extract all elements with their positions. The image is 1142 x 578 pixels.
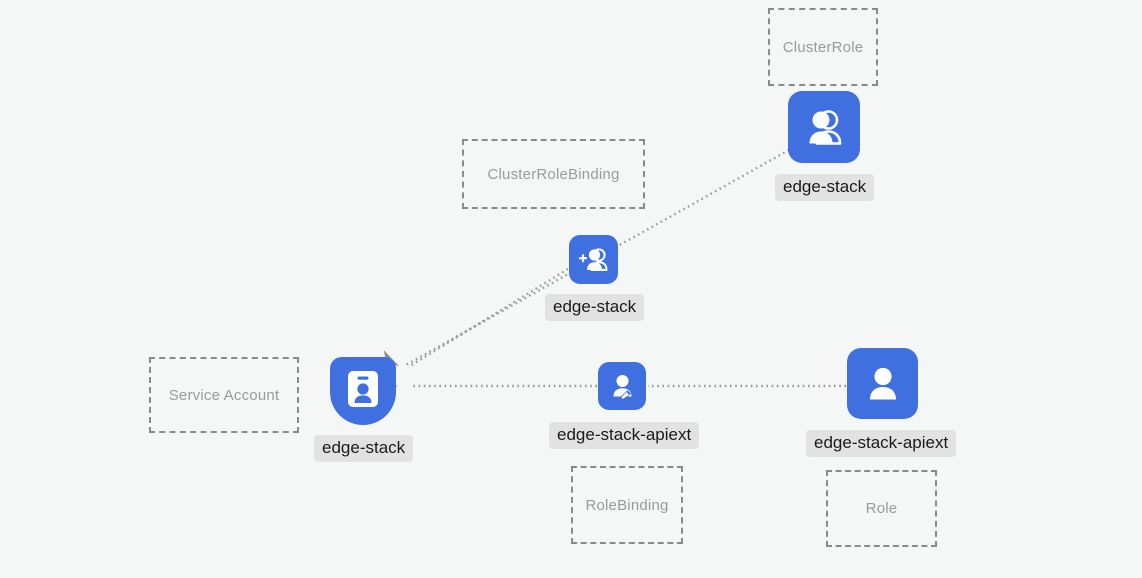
- typebox-role-label: Role: [865, 500, 898, 517]
- typebox-rolebinding: RoleBinding: [571, 466, 683, 544]
- person-add-icon[interactable]: [569, 235, 618, 284]
- typebox-role: Role: [826, 470, 937, 547]
- id-badge-icon[interactable]: [330, 357, 396, 425]
- typebox-clusterrole-label: ClusterRole: [782, 38, 864, 56]
- typebox-clusterrolebinding-label: ClusterRoleBinding: [487, 165, 620, 183]
- node-role-label: edge-stack-apiext: [806, 430, 957, 458]
- typebox-clusterrolebinding: ClusterRoleBinding: [462, 139, 645, 209]
- person-icon[interactable]: [847, 348, 918, 419]
- node-clusterrole-label: edge-stack: [775, 174, 875, 202]
- typebox-serviceaccount: Service Account: [149, 357, 299, 433]
- person-edit-icon[interactable]: [598, 362, 646, 410]
- node-rolebinding-label: edge-stack-apiext: [549, 422, 700, 450]
- typebox-clusterrole: ClusterRole: [768, 8, 878, 86]
- group-people-icon[interactable]: [788, 91, 860, 163]
- typebox-rolebinding-label: RoleBinding: [585, 496, 669, 514]
- node-serviceaccount-label: edge-stack: [314, 435, 414, 463]
- typebox-serviceaccount-label: Service Account: [168, 386, 280, 404]
- node-clusterrolebinding-label: edge-stack: [545, 294, 645, 322]
